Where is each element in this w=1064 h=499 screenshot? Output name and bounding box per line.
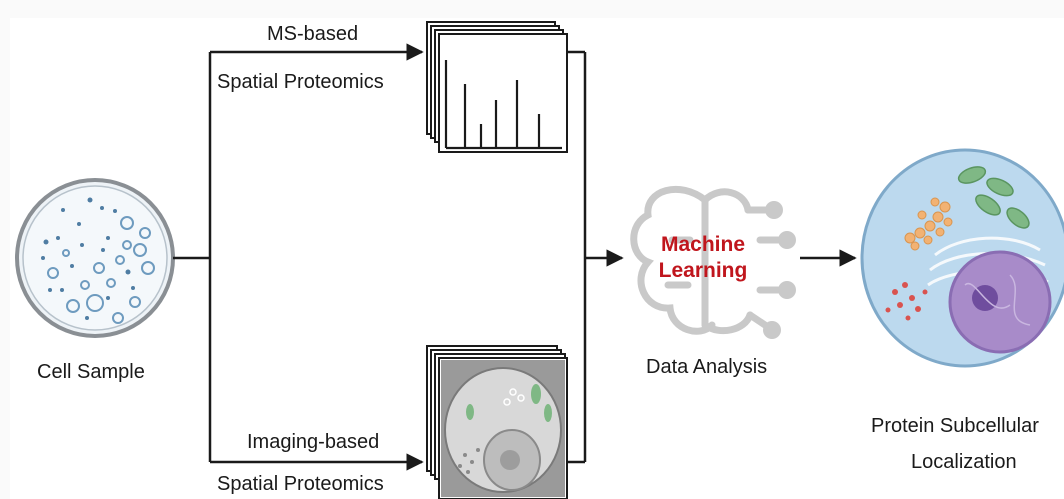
- cell-icon: [860, 148, 1064, 368]
- learning-label: Learning: [658, 259, 748, 283]
- petri-dish-icon: [15, 178, 175, 338]
- imaging-label-line1: Imaging-based: [247, 431, 380, 453]
- data-analysis-label: Data Analysis: [646, 356, 768, 378]
- microscopy-image-icon: [426, 345, 568, 499]
- cell-sample-label: Cell Sample: [37, 361, 145, 383]
- brain-circuit-nodes: [763, 201, 796, 339]
- mass-spectrum-icon: [426, 21, 568, 153]
- machine-label: Machine: [660, 233, 746, 256]
- machine-learning-label: Machine Learning: [648, 232, 758, 285]
- ms-label-line2: Spatial Proteomics: [217, 71, 384, 93]
- imaging-label-line2: Spatial Proteomics: [217, 473, 384, 495]
- merge-connector: [567, 50, 624, 464]
- top-border-strip: [0, 0, 1064, 18]
- output-label-line1: Protein Subcellular: [871, 415, 1039, 437]
- output-label-line2: Localization: [911, 451, 1017, 473]
- brain-circuit-icon: [630, 185, 782, 335]
- ms-label-line1: MS-based: [267, 23, 359, 45]
- left-border-strip: [0, 0, 10, 499]
- input-connector: [173, 43, 424, 471]
